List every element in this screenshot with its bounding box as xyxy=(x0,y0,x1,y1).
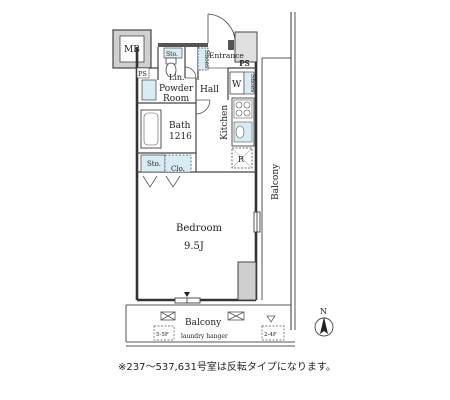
ps-top-label: PS xyxy=(239,59,250,68)
window-marker xyxy=(184,292,190,297)
hatch-triangle xyxy=(266,315,276,323)
balcony-right-frame xyxy=(261,12,296,330)
bath-size-label: 1216 xyxy=(169,132,192,142)
storage-label: Sto. xyxy=(147,160,161,168)
closet-box xyxy=(164,154,192,173)
hall-label: Hall xyxy=(200,85,219,95)
ps-right-label: PS xyxy=(240,60,250,68)
refrigerator-label: R xyxy=(238,155,245,164)
closet-label: Clo. xyxy=(171,165,185,173)
bathtub xyxy=(140,109,162,149)
bath-label: Bath xyxy=(169,121,191,131)
bedroom-label: Bedroom xyxy=(176,223,222,234)
floor-left-label: 5-5F xyxy=(156,332,169,338)
north-compass xyxy=(314,317,334,337)
escape-hatch-left xyxy=(153,325,175,341)
ps-left-box xyxy=(136,67,150,79)
entrance-door xyxy=(207,13,236,43)
top-walls xyxy=(158,31,258,63)
toilet xyxy=(165,57,177,78)
mb-label: MB xyxy=(124,45,140,55)
bedroom-bottom-window xyxy=(174,297,201,304)
entrance-label: Entrance xyxy=(209,51,244,60)
wash-basin xyxy=(141,79,157,101)
laundry-hanger xyxy=(160,311,245,321)
refrigerator-cross xyxy=(231,147,253,169)
laundry-label: laundry hanger xyxy=(181,333,228,340)
kitchen-label: Kitchen xyxy=(220,105,230,140)
reversed-type-note: ※237〜537,631号室は反転タイプになります。 xyxy=(118,362,336,373)
powder-door xyxy=(184,66,197,79)
shoes-kitchen-label: Shoes xyxy=(249,74,256,92)
balcony-right-label: Balcony xyxy=(271,163,281,200)
balcony-bottom-frame xyxy=(125,304,295,347)
floor-right-label: 2-4F xyxy=(264,332,277,338)
bedroom-side-window xyxy=(253,211,261,233)
escape-hatch-right xyxy=(261,325,285,341)
bedroom-size-label: 9.5J xyxy=(184,241,204,252)
north-label: N xyxy=(320,307,327,316)
hall-door xyxy=(195,99,211,115)
powder-room-label-1: Powder xyxy=(159,84,194,94)
ps-left-label: PS xyxy=(138,70,147,78)
washer-label: W xyxy=(232,80,242,90)
shoes-entrance-label: Shoes xyxy=(203,50,210,68)
shoes-cabinet-entrance xyxy=(197,47,209,71)
mb-box xyxy=(112,29,152,69)
balcony-bottom-label: Balcony xyxy=(185,318,222,328)
structure-column-right xyxy=(237,261,257,301)
powder-room-label-2: Room xyxy=(163,94,190,104)
kitchen-counter xyxy=(231,97,255,147)
shoes-cabinet-kitchen xyxy=(243,71,255,95)
closet-doors xyxy=(142,175,181,188)
sto-top-label: Sto. xyxy=(166,51,178,58)
lin-label: Lin. xyxy=(169,73,185,82)
